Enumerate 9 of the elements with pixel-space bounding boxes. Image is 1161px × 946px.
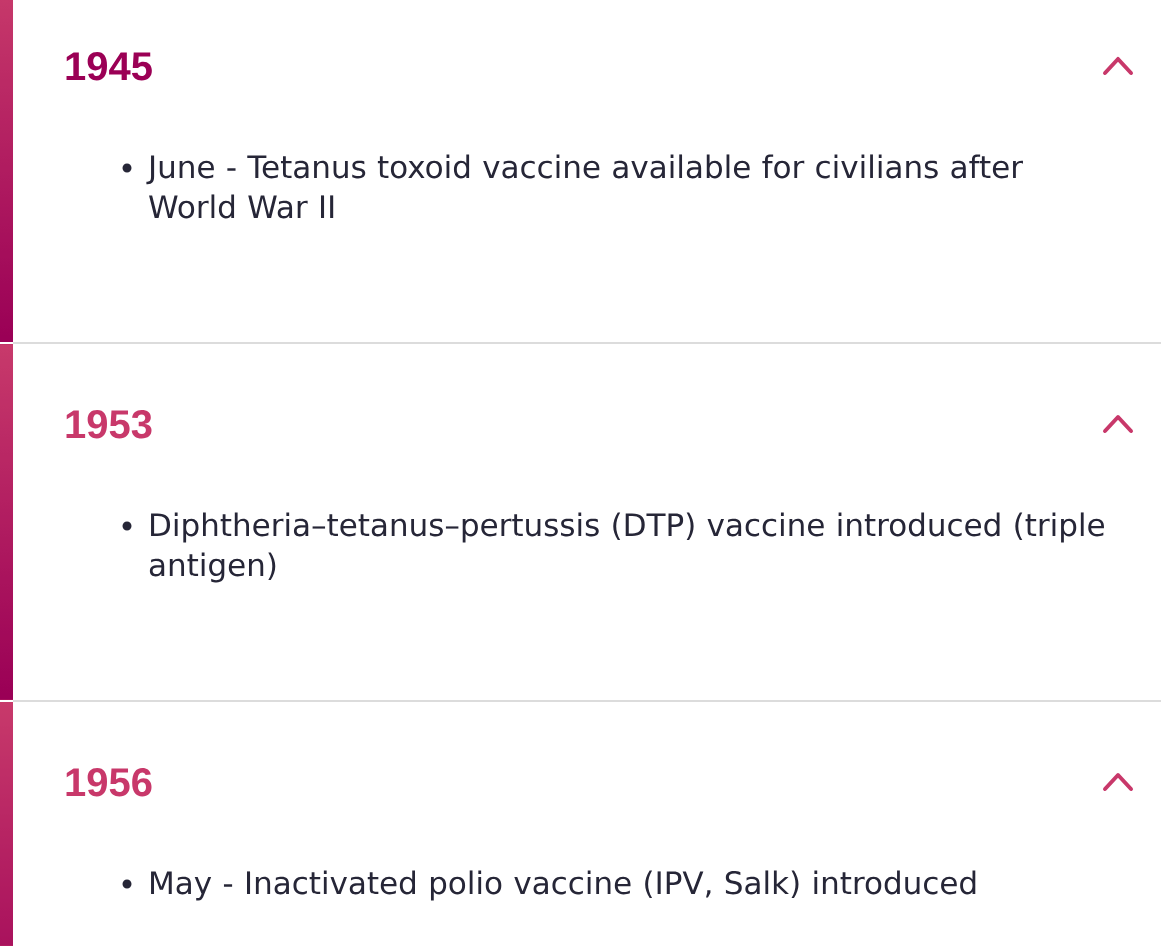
list-item-text: May - Inactivated polio vaccine (IPV, Salk) introduced (151, 870, 976, 901)
list-item-text: Diphtheria–tetanus–pertussis (DTP) vaccine introduced (triple antigen) (149, 512, 1104, 583)
year-heading: 1945 (66, 52, 152, 81)
accordion-panel (0, 344, 1161, 702)
year-heading: 1953 (66, 410, 152, 439)
year-heading: 1956 (66, 768, 152, 797)
list-item-text: June - Tetanus toxoid vaccine available for civilians after World War II (146, 154, 1023, 219)
accordion-panel (0, 0, 1161, 344)
accordion-panel (0, 702, 1133, 946)
